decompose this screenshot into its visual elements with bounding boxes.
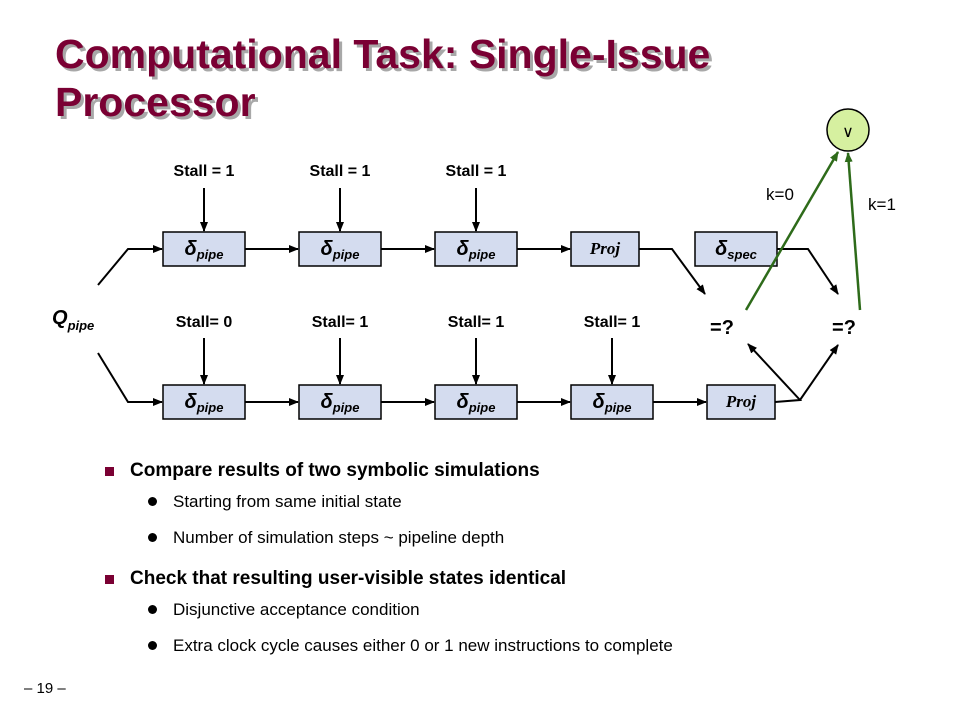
bottom-delta-pipe-box-3: δpipe (434, 384, 518, 420)
bottom-stall-label-4: Stall= 1 (584, 314, 641, 331)
bottom-proj-box: Proj (706, 384, 776, 420)
title-line-1: Computational Task: Single-Issue (55, 31, 711, 77)
or-symbol: ∨ (842, 122, 854, 141)
bullet-2: Check that resulting user-visible states… (100, 566, 940, 592)
bullet-1-sub-1: Starting from same initial state (100, 484, 940, 520)
top-stall-label-2: Stall = 1 (310, 163, 371, 180)
slide-number: – 19 – (24, 680, 66, 697)
bullet-2-sub-2: Extra clock cycle causes either 0 or 1 n… (100, 628, 940, 664)
right-eq-label: =? (832, 317, 856, 339)
bottom-proj-to-right-eq (799, 344, 839, 401)
top-delta-pipe-box-3: δpipe (434, 231, 518, 267)
q-pipe-label: Qpipe (52, 307, 94, 333)
left-eq-label: =? (710, 317, 734, 339)
top-delta-pipe-box-1: δpipe (162, 231, 246, 267)
svg-text:δspec: δspec (715, 238, 758, 262)
bottom-stall-label-2: Stall= 1 (312, 314, 369, 331)
bottom-stall-label-3: Stall= 1 (448, 314, 505, 331)
top-delta-pipe-box-2: δpipe (298, 231, 382, 267)
bottom-stall-label-1: Stall= 0 (176, 314, 233, 331)
svg-text:δpipe: δpipe (185, 238, 224, 262)
svg-text:δpipe: δpipe (321, 391, 360, 415)
top-proj-to-left-eq (639, 248, 706, 295)
top-proj-box: Proj (570, 231, 640, 267)
or-gate: ∨ (826, 108, 870, 152)
svg-text:δpipe: δpipe (593, 391, 632, 415)
title-line-2: Processor (55, 79, 256, 125)
k0-label: k=0 (766, 185, 794, 204)
svg-text:δpipe: δpipe (457, 391, 496, 415)
svg-text:δpipe: δpipe (185, 391, 224, 415)
k1-label: k=1 (868, 195, 896, 214)
svg-text:δpipe: δpipe (457, 238, 496, 262)
bullet-1-sub-2: Number of simulation steps ~ pipeline de… (100, 520, 940, 556)
bottom-delta-pipe-box-2: δpipe (298, 384, 382, 420)
svg-text:Proj: Proj (725, 392, 757, 411)
k1-arrow (844, 152, 862, 311)
bottom-delta-pipe-box-4: δpipe (570, 384, 654, 420)
q-to-bottom-line (97, 352, 163, 406)
spec-to-right-eq (777, 248, 839, 295)
slide-title: Computational Task: Single-Issue Process… (55, 30, 710, 126)
bullet-list: Compare results of two symbolic simulati… (100, 458, 940, 664)
q-to-top-line (97, 245, 163, 286)
k0-arrow (744, 151, 840, 311)
svg-text:δpipe: δpipe (321, 238, 360, 262)
top-stall-label-1: Stall = 1 (174, 163, 235, 180)
top-stall-label-3: Stall = 1 (446, 163, 507, 180)
svg-text:Proj: Proj (589, 239, 621, 258)
bottom-delta-pipe-box-1: δpipe (162, 384, 246, 420)
bullet-2-sub-1: Disjunctive acceptance condition (100, 592, 940, 628)
top-delta-spec-box: δspec (694, 231, 778, 267)
bullet-1: Compare results of two symbolic simulati… (100, 458, 940, 484)
